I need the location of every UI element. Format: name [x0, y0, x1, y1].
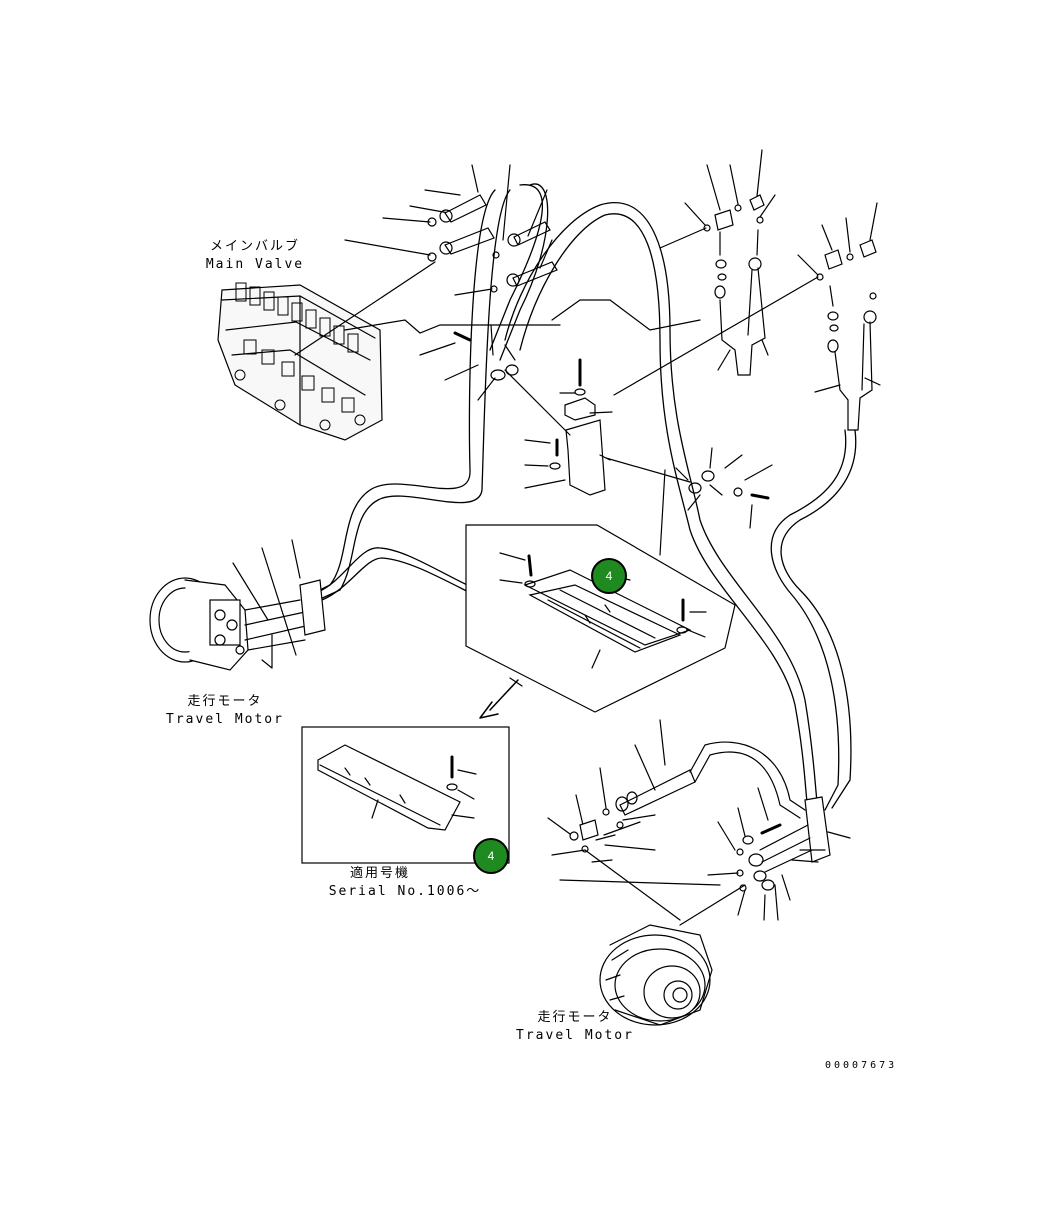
- hoses: [309, 183, 857, 811]
- center-bracket: [504, 299, 773, 556]
- plate-inset: [465, 524, 736, 719]
- left-travel-motor: [149, 539, 326, 671]
- main-valve-label-en: Main Valve: [205, 257, 305, 272]
- right-lower-fittings: [547, 719, 851, 926]
- left-travel-motor-label-en: Travel Motor: [166, 712, 284, 727]
- right-upper-fittings: [613, 149, 881, 431]
- right-travel-motor-label-en: Travel Motor: [516, 1028, 634, 1043]
- serial-label-jp: 適用号機: [349, 866, 410, 881]
- callout-part-4-serial[interactable]: 4: [473, 838, 509, 874]
- callout-part-4-plate[interactable]: 4: [591, 558, 627, 594]
- right-travel-motor-label-jp: 走行モータ: [537, 1010, 613, 1025]
- serial-label-en: Serial No.1006～: [328, 884, 482, 899]
- right-travel-motor: [599, 924, 713, 1026]
- left-travel-motor-label-jp: 走行モータ: [187, 694, 263, 709]
- main-valve-assembly: [217, 282, 561, 441]
- drawing-number: 00007673: [825, 1060, 898, 1071]
- serial-inset: [301, 726, 510, 864]
- main-valve-label-jp: メインバルブ: [210, 239, 301, 254]
